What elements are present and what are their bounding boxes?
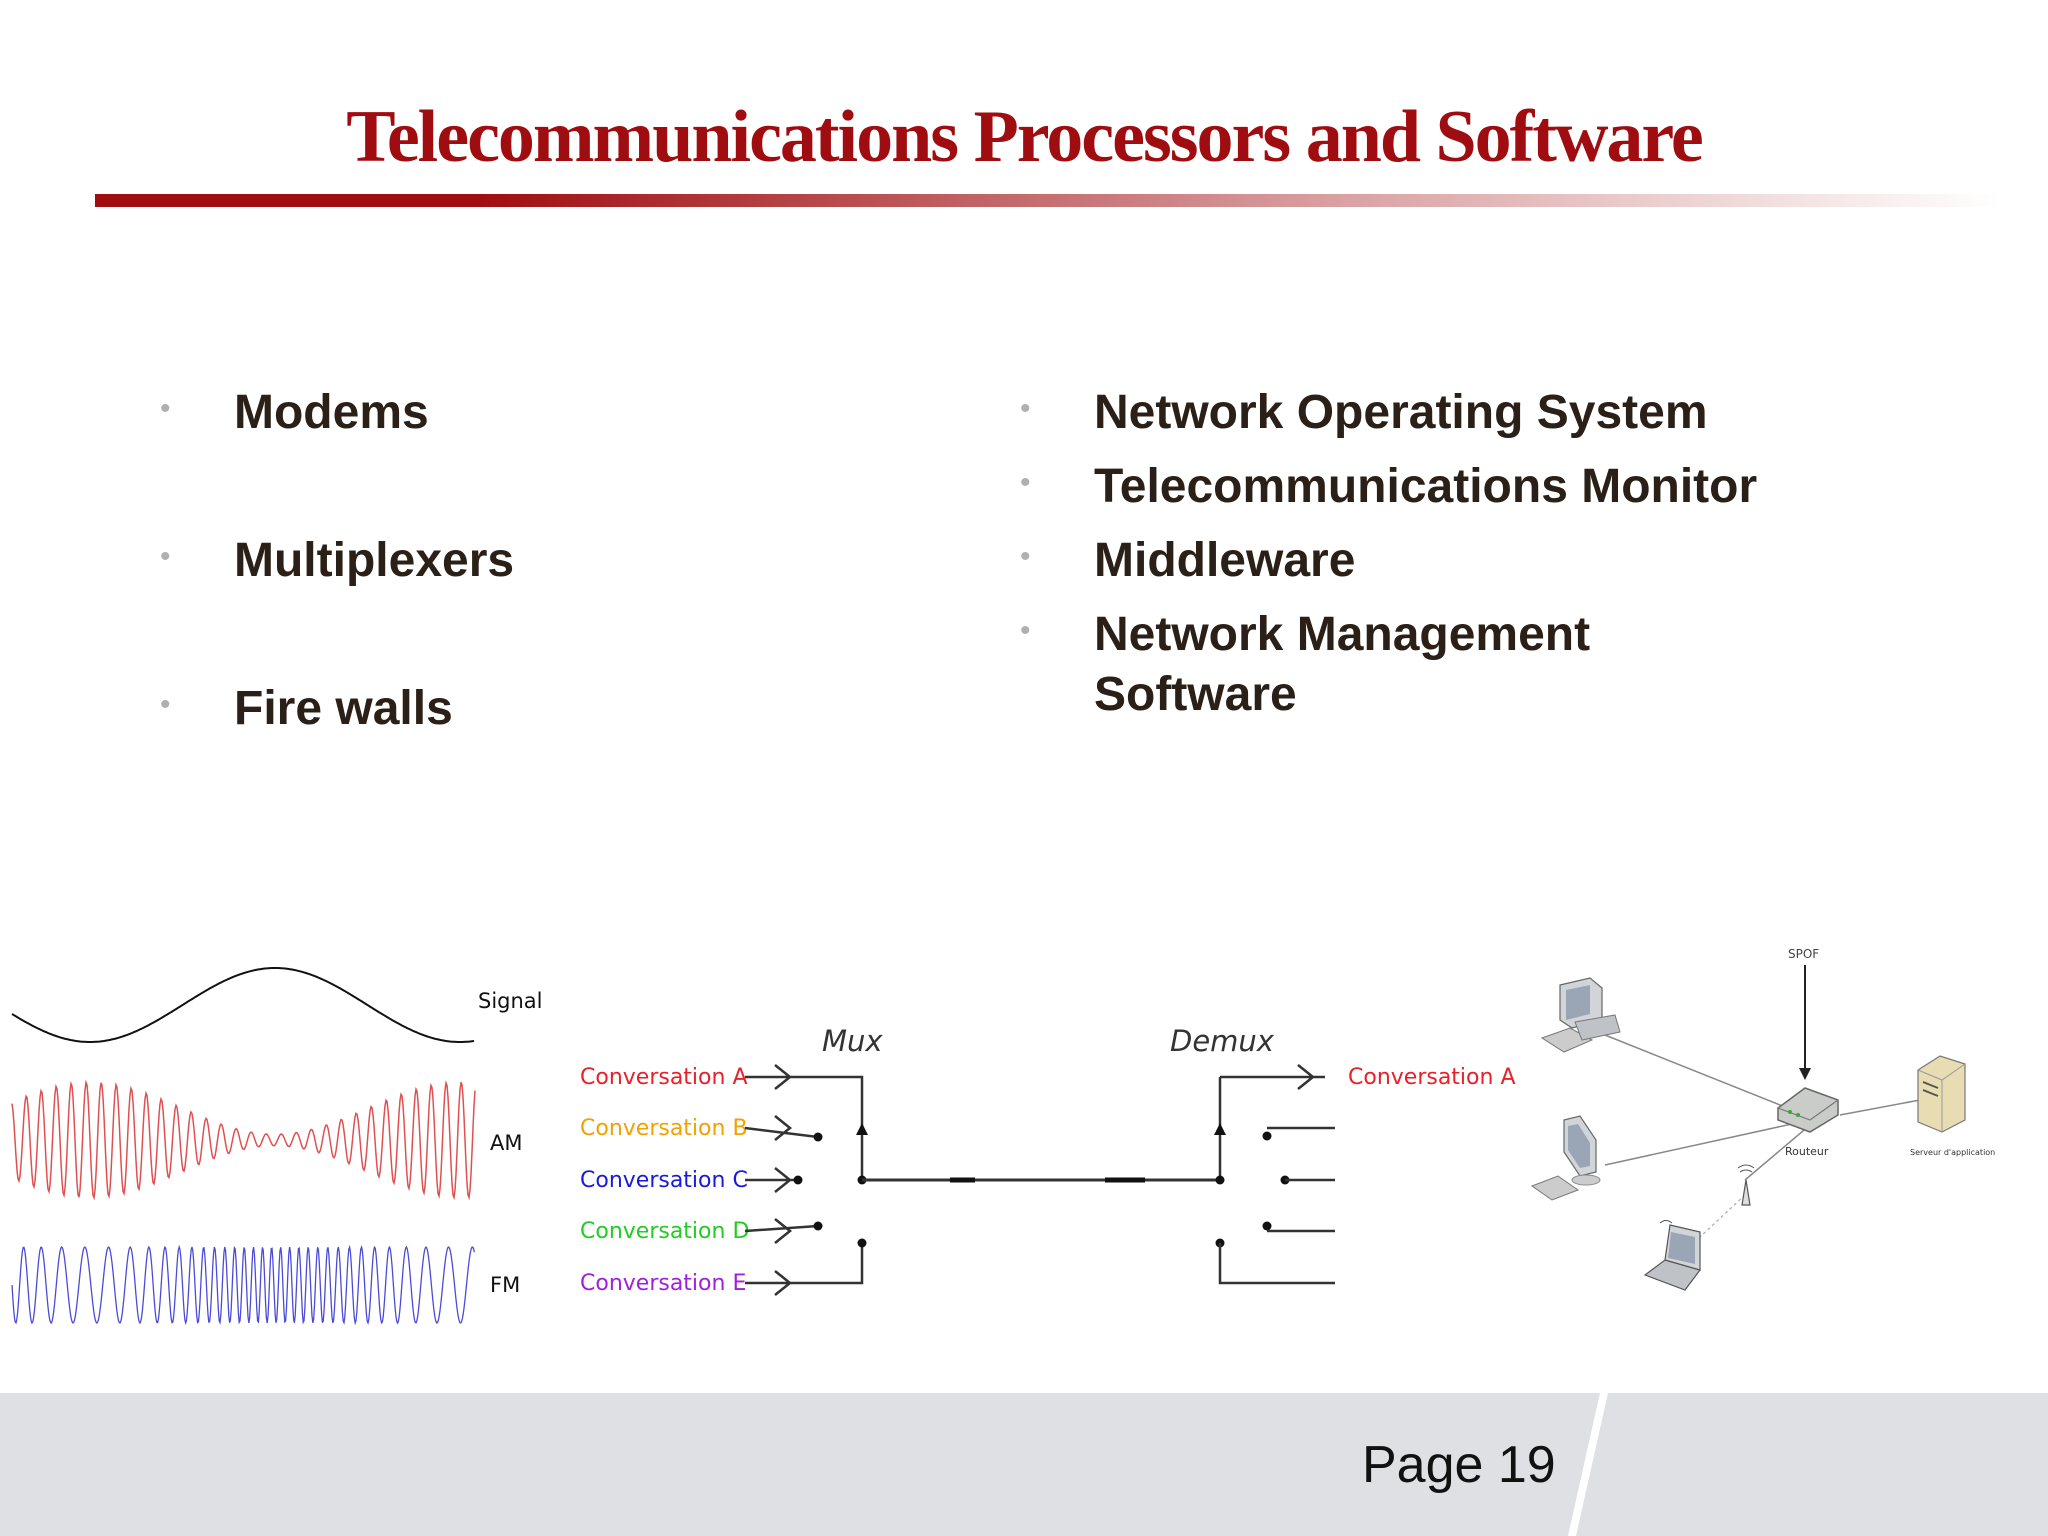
input-arrow-d — [744, 1218, 819, 1244]
mux-input-e: Conversation E — [580, 1238, 867, 1296]
fm-label: FM — [490, 1273, 520, 1297]
input-arrow-e — [745, 1243, 864, 1296]
fm-wave — [11, 1244, 476, 1326]
mux-diagram: Mux Demux Conversation A Conversation B … — [580, 1024, 1516, 1296]
switch-contact — [793, 1175, 803, 1185]
am-wave — [11, 1079, 476, 1201]
wireless-access-point-icon — [1737, 1164, 1755, 1206]
bullet-item-firewalls: • Fire walls — [160, 679, 860, 739]
bullet-dot-icon: • — [160, 392, 171, 425]
demux-switch — [1214, 1077, 1226, 1248]
input-label-c: Conversation C — [580, 1168, 748, 1193]
link-line — [1839, 1099, 1921, 1116]
router-icon — [1777, 1087, 1839, 1133]
desktop-computer-icon-bottom — [1530, 1115, 1601, 1201]
bullet-dot-icon: • — [1020, 540, 1031, 573]
input-label-a: Conversation A — [580, 1065, 748, 1090]
bullet-text: Network Management Software — [1094, 608, 1591, 721]
mux-label: Mux — [822, 1024, 883, 1058]
left-bullet-list: • Modems • Multiplexers • Fire walls — [160, 383, 860, 827]
input-arrow-a — [745, 1064, 864, 1120]
bullet-item-nos: • Network Operating System — [1020, 383, 1870, 443]
spof-label: SPOF — [1788, 947, 1819, 961]
bullet-text: Fire walls — [234, 682, 453, 735]
mux-input-c: Conversation C — [580, 1167, 803, 1193]
mux-input-b: Conversation B — [580, 1115, 823, 1142]
link-line — [1604, 1034, 1811, 1118]
switch-contact — [857, 1238, 867, 1248]
input-label-b: Conversation B — [580, 1116, 748, 1141]
bullet-dot-icon: • — [1020, 392, 1031, 425]
laptop-icon — [1643, 1220, 1702, 1291]
bullet-text: Multiplexers — [234, 534, 515, 587]
title-underline — [95, 194, 2000, 207]
demux-output-a: Conversation A — [1220, 1064, 1516, 1090]
bullet-dot-icon: • — [160, 540, 171, 573]
mux-input-a: Conversation A — [580, 1064, 864, 1120]
mux-switch — [856, 1120, 868, 1185]
page-number: Page 19 — [1362, 1436, 1556, 1494]
am-label: AM — [490, 1131, 522, 1155]
slide-title: Telecommunications Processors and Softwa… — [346, 96, 1704, 178]
demux-outputs — [1218, 1126, 1335, 1285]
demux-label: Demux — [1170, 1024, 1275, 1058]
bullet-item-modems: • Modems — [160, 383, 860, 443]
bullet-text: Network Operating System — [1094, 386, 1708, 439]
network-diagram: SPOF Routeur Serveur d'application — [1530, 947, 1995, 1291]
link-line — [1744, 1124, 1811, 1181]
bullet-dot-icon: • — [1020, 614, 1031, 647]
bullet-item-nms: • Network Management Software — [1020, 605, 1734, 725]
switch-contact — [813, 1132, 823, 1142]
mux-input-d: Conversation D — [580, 1218, 823, 1244]
footer-band — [0, 1393, 2048, 1536]
bullet-item-middleware: • Middleware — [1020, 531, 1870, 591]
bullet-item-monitor: • Telecommunications Monitor — [1020, 457, 1870, 517]
footer-divider — [1568, 1393, 1608, 1536]
output-label: Conversation A — [1348, 1065, 1516, 1090]
bullet-text: Telecommunications Monitor — [1094, 460, 1758, 513]
bullet-item-multiplexers: • Multiplexers — [160, 531, 860, 591]
signal-wave — [11, 967, 475, 1043]
right-bullet-list: • Network Operating System • Telecommuni… — [1020, 383, 1870, 739]
input-arrow-c — [745, 1167, 798, 1193]
signal-label: Signal — [478, 989, 543, 1013]
bullet-text: Modems — [234, 386, 429, 439]
router-label: Routeur — [1785, 1145, 1829, 1158]
server-label: Serveur d'application — [1910, 1148, 1995, 1157]
bullet-dot-icon: • — [1020, 466, 1031, 499]
switch-contact — [813, 1221, 823, 1231]
input-label-e: Conversation E — [580, 1271, 746, 1296]
input-label-d: Conversation D — [580, 1219, 749, 1244]
desktop-computer-icon-top — [1540, 977, 1621, 1053]
bullet-dot-icon: • — [160, 688, 171, 721]
modulation-diagram: Signal AM FM — [11, 967, 543, 1326]
input-arrow-b — [744, 1115, 819, 1141]
link-line — [1604, 1119, 1811, 1166]
spof-arrowhead — [1799, 1068, 1811, 1080]
bullet-text: Middleware — [1094, 534, 1356, 587]
server-icon — [1917, 1055, 1966, 1133]
output-arrow-a — [1220, 1064, 1325, 1090]
